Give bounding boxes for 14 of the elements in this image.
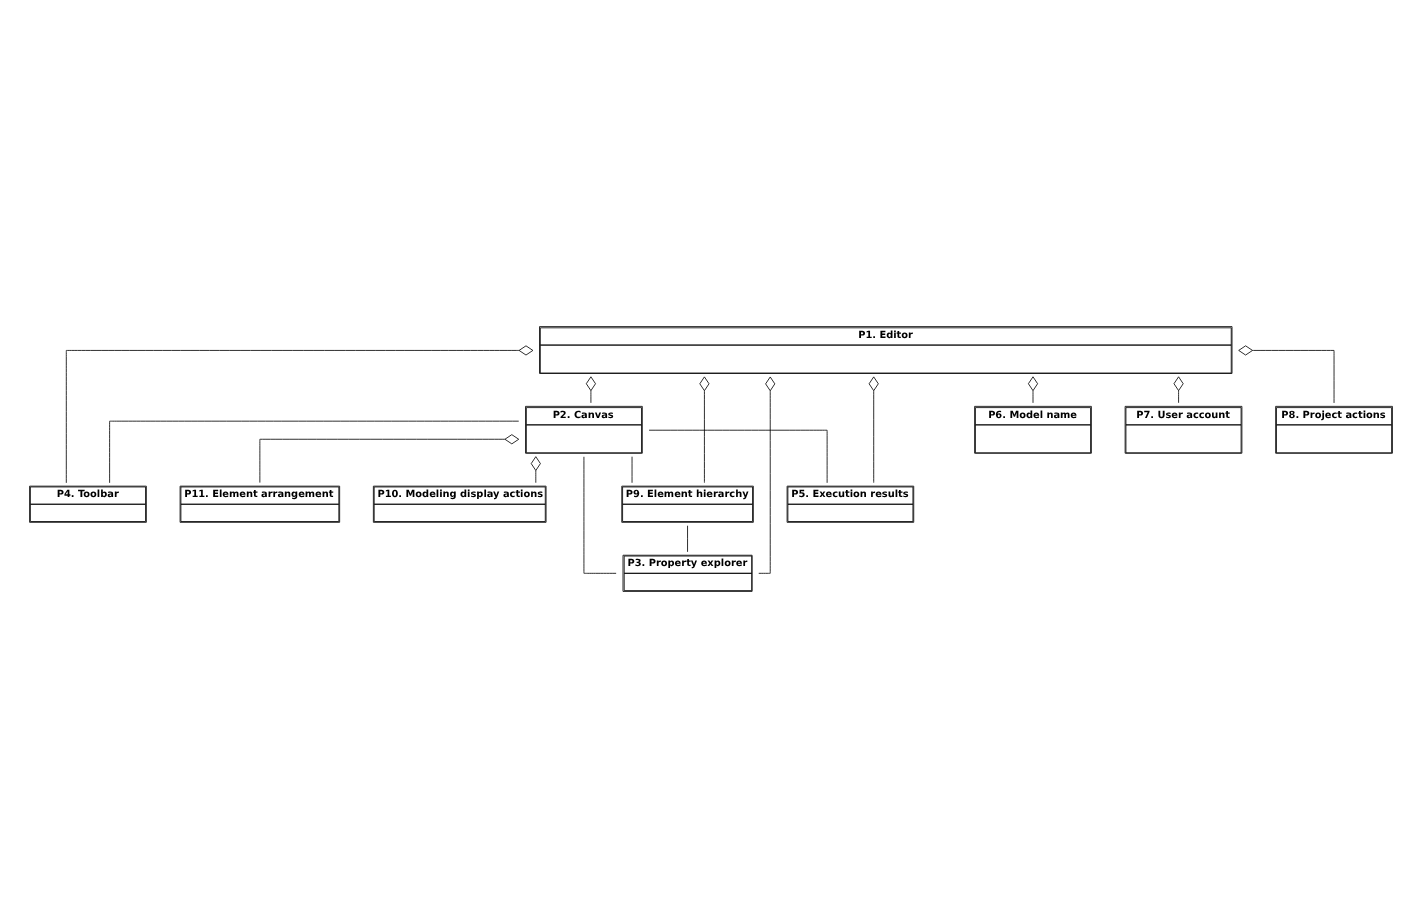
connector xyxy=(1238,345,1335,404)
connector xyxy=(530,456,541,484)
connector xyxy=(583,456,617,574)
connector xyxy=(699,376,710,484)
connector xyxy=(758,376,776,574)
connector xyxy=(109,420,520,484)
connector xyxy=(259,434,520,483)
connector xyxy=(585,376,596,404)
connector xyxy=(648,429,828,484)
connector xyxy=(1173,376,1184,404)
connector xyxy=(65,345,534,484)
connector xyxy=(868,376,879,484)
connector xyxy=(687,525,688,553)
connector xyxy=(1028,376,1038,404)
